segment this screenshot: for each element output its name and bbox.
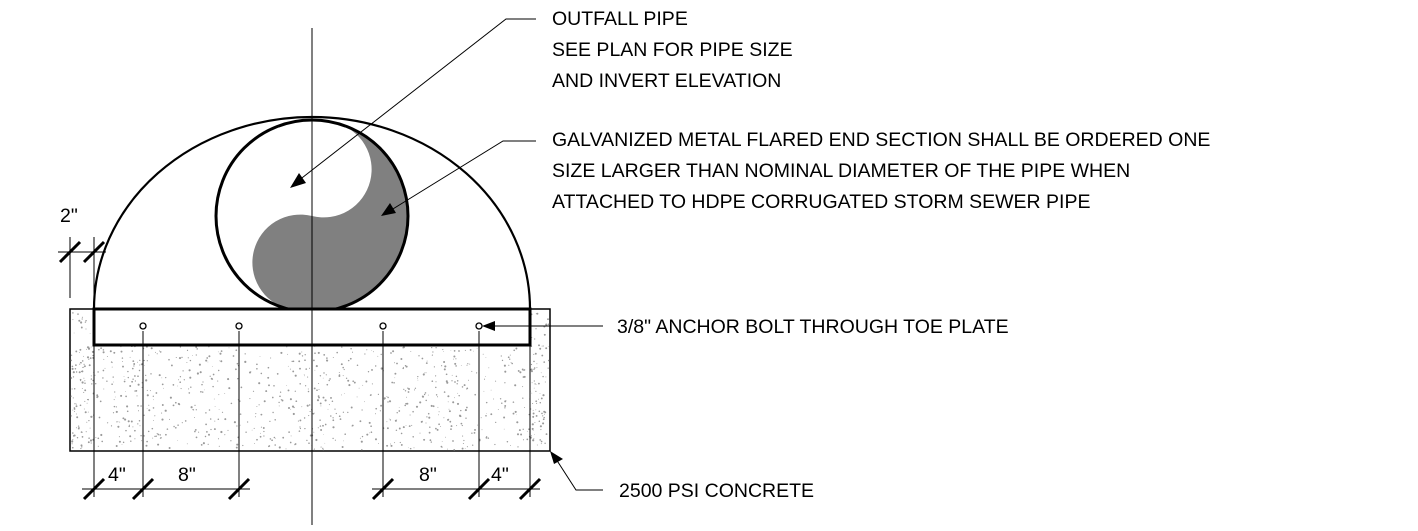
anchor-bolts: [139, 322, 483, 330]
note-outfall-line-2: SEE PLAN FOR PIPE SIZE: [552, 39, 793, 61]
leader-galvanized-section: [381, 140, 536, 216]
note-galvanized-line-1: GALVANIZED METAL FLARED END SECTION SHAL…: [552, 129, 1210, 151]
leader-outfall-pipe: [290, 18, 536, 188]
pipe-shaded-section: [252, 122, 408, 312]
anchor-bolt: [235, 322, 243, 330]
dimension-flare-height: 2": [58, 205, 106, 264]
note-galvanized-line-3: ATTACHED TO HDPE CORRUGATED STORM SEWER …: [552, 191, 1090, 213]
dim-left-spacing: 8": [178, 464, 196, 486]
dim-right-spacing: 8": [419, 464, 437, 486]
dim-right-edge: 4": [491, 464, 509, 486]
dimension-extension-lines: [69, 237, 531, 497]
anchor-bolt: [379, 322, 387, 330]
note-outfall-line-3: AND INVERT ELEVATION: [552, 70, 781, 92]
dimension-right: 8" 4": [371, 464, 542, 501]
note-outfall-line-1: OUTFALL PIPE: [552, 8, 688, 30]
dimension-left: 4" 8": [82, 464, 251, 501]
note-anchor-bolt: 3/8" ANCHOR BOLT THROUGH TOE PLATE: [617, 316, 1009, 338]
note-concrete: 2500 PSI CONCRETE: [619, 480, 814, 502]
anchor-bolt: [475, 322, 483, 330]
leader-concrete: [550, 451, 603, 491]
leader-anchor-bolt: [482, 321, 603, 331]
anchor-bolt: [139, 322, 147, 330]
note-galvanized-line-2: SIZE LARGER THAN NOMINAL DIAMETER OF THE…: [552, 160, 1130, 182]
outfall-pipe: [214, 118, 410, 314]
dim-flare-height: 2": [60, 205, 78, 227]
dim-left-edge: 4": [108, 464, 126, 486]
